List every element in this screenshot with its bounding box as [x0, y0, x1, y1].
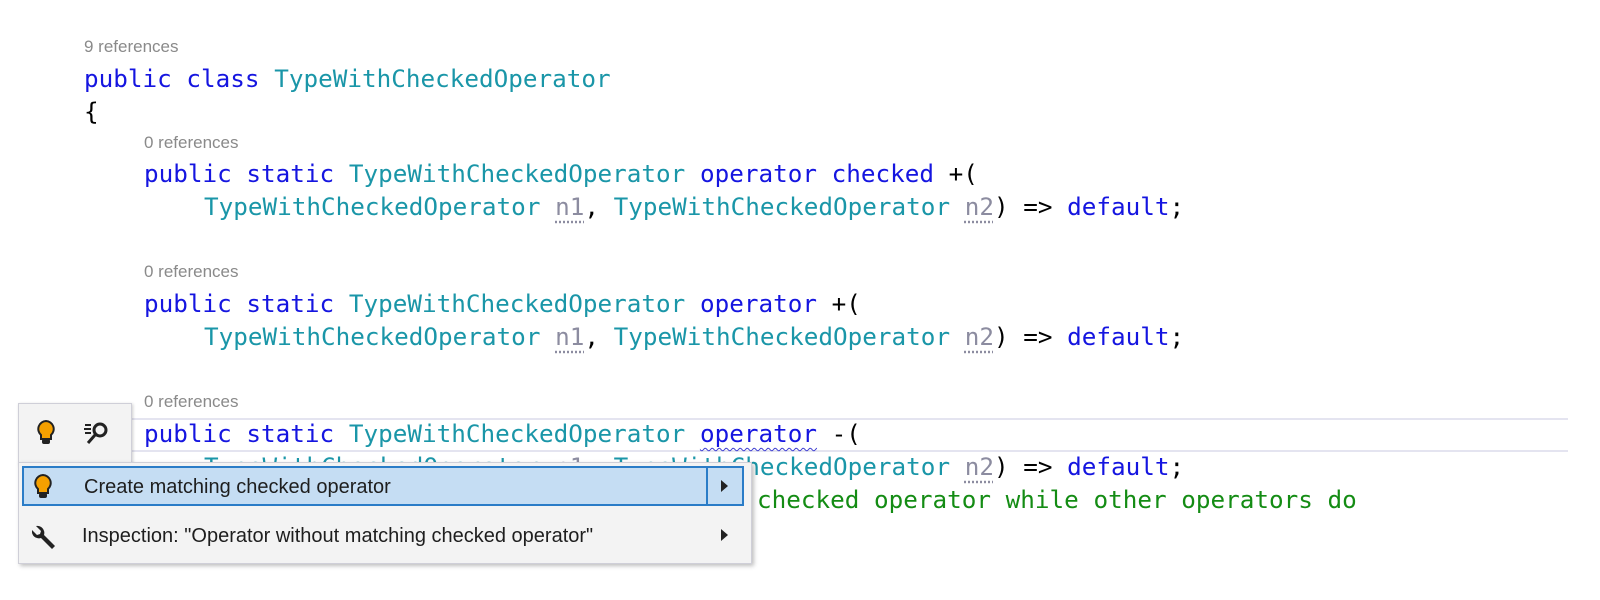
type-name: TypeWithCheckedOperator	[348, 289, 686, 318]
type-name: TypeWithCheckedOperator	[348, 419, 686, 448]
code-line[interactable]: public static TypeWithCheckedOperator op…	[144, 159, 978, 188]
keyword: checked	[831, 159, 935, 188]
inspect-icon[interactable]	[83, 421, 111, 450]
parameter: n1	[555, 192, 585, 221]
keyword: class	[186, 64, 260, 93]
code-comment[interactable]: checked operator while other operators d…	[757, 485, 1357, 514]
keyword: default	[1067, 322, 1170, 351]
code-line[interactable]: public class TypeWithCheckedOperator	[84, 63, 611, 95]
keyword: static	[246, 289, 335, 318]
codelens-references[interactable]: 0 references	[144, 262, 239, 281]
codelens-references[interactable]: 9 references	[84, 37, 179, 56]
type-name: TypeWithCheckedOperator	[274, 64, 611, 93]
menu-item-label: Inspection: "Operator without matching c…	[82, 525, 594, 547]
keyword: static	[246, 159, 335, 188]
code-line[interactable]: TypeWithCheckedOperator n1, TypeWithChec…	[204, 192, 1185, 221]
menu-item-label: Create matching checked operator	[84, 476, 391, 498]
code-line[interactable]: {	[84, 97, 99, 126]
quick-fix-menu: Create matching checked operator Inspect…	[18, 462, 752, 564]
lightbulb-icon[interactable]	[37, 419, 55, 451]
type-name: TypeWithCheckedOperator	[613, 192, 951, 221]
codelens-references[interactable]: 0 references	[144, 392, 239, 411]
code-line[interactable]: public static TypeWithCheckedOperator op…	[144, 419, 861, 448]
action-bar	[18, 403, 132, 465]
parameter: n2	[964, 322, 994, 351]
menu-item-inspection[interactable]: Inspection: "Operator without matching c…	[22, 517, 744, 557]
code-line[interactable]: TypeWithCheckedOperator n1, TypeWithChec…	[204, 322, 1185, 351]
keyword: public	[144, 289, 232, 318]
parameter: n2	[964, 452, 994, 481]
submenu-arrow-icon[interactable]	[708, 517, 744, 557]
keyword: default	[1067, 452, 1170, 481]
keyword: default	[1067, 192, 1170, 221]
submenu-arrow-icon[interactable]	[706, 468, 742, 504]
keyword-with-warning[interactable]: operator	[699, 419, 817, 448]
keyword: static	[246, 419, 335, 448]
keyword: public	[144, 419, 232, 448]
type-name: TypeWithCheckedOperator	[613, 322, 951, 351]
menu-item-create-checked-operator[interactable]: Create matching checked operator	[22, 466, 744, 506]
code-line[interactable]: public static TypeWithCheckedOperator op…	[144, 289, 861, 318]
codelens-references[interactable]: 0 references	[144, 133, 239, 152]
parameter: n2	[964, 192, 994, 221]
lightbulb-icon	[34, 473, 52, 506]
current-line-highlight	[130, 418, 1568, 452]
keyword: operator	[699, 289, 817, 318]
keyword: public	[84, 64, 172, 93]
keyword: operator	[699, 159, 817, 188]
wrench-icon	[31, 523, 58, 555]
type-name: TypeWithCheckedOperator	[204, 322, 541, 351]
type-name: TypeWithCheckedOperator	[348, 159, 686, 188]
keyword: public	[144, 159, 232, 188]
parameter: n1	[555, 322, 585, 351]
type-name: TypeWithCheckedOperator	[204, 192, 541, 221]
